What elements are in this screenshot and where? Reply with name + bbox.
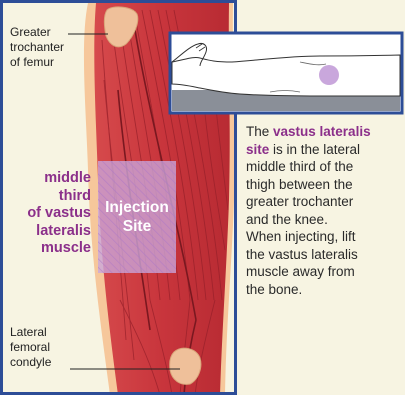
leg-inset (170, 33, 402, 113)
description-line-5: greater trochanter (246, 193, 405, 211)
lateral-condyle-line-2: femoral (10, 340, 51, 355)
description-line-8: the vastus lateralis (246, 246, 405, 264)
injection-site-line-2: Site (97, 217, 177, 236)
greater-trochanter-label: Greater trochanter of femur (10, 25, 64, 70)
greater-trochanter-line-3: of femur (10, 55, 64, 70)
femoral-condyle-bone (170, 348, 201, 384)
site-description: The vastus lateralis site is in the late… (246, 123, 405, 298)
description-line-1: The vastus lateralis (246, 123, 405, 141)
description-line-4: thigh between the (246, 176, 405, 194)
description-line-10: the bone. (246, 281, 405, 299)
description-line-2: site is in the lateral (246, 141, 405, 159)
middle-third-line-2: third (7, 188, 91, 206)
lateral-condyle-label: Lateral femoral condyle (10, 325, 51, 370)
middle-third-label: middle third of vastus lateralis muscle (7, 170, 91, 258)
lateral-condyle-line-3: condyle (10, 355, 51, 370)
middle-third-line-4: lateralis (7, 223, 91, 241)
middle-third-line-5: muscle (7, 240, 91, 258)
injection-site-label: Injection Site (97, 198, 177, 236)
description-line-7: When injecting, lift (246, 228, 405, 246)
greater-trochanter-line-1: Greater (10, 25, 64, 40)
greater-trochanter-line-2: trochanter (10, 40, 64, 55)
description-line-3: middle third of the (246, 158, 405, 176)
inset-injection-marker (319, 65, 339, 85)
description-line-6: and the knee. (246, 211, 405, 229)
lateral-condyle-line-1: Lateral (10, 325, 51, 340)
middle-third-line-1: middle (7, 170, 91, 188)
description-line-9: muscle away from (246, 263, 405, 281)
middle-third-line-3: of vastus (7, 205, 91, 223)
injection-site-line-1: Injection (97, 198, 177, 217)
